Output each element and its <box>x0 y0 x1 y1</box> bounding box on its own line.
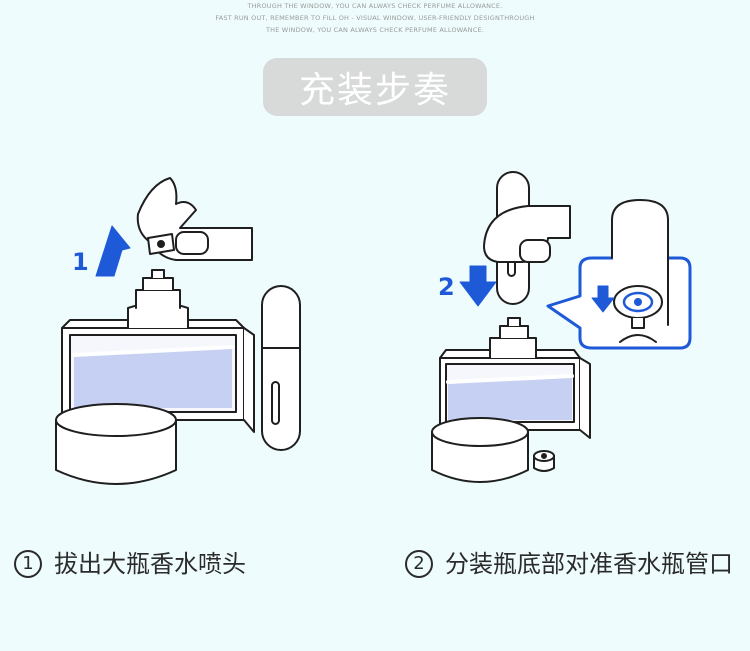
step1-caption: 1 拔出大瓶香水喷头 <box>14 548 246 580</box>
tagline-line-3: THE WINDOW, YOU CAN ALWAYS CHECK PERFUME… <box>265 26 485 34</box>
step1-up-arrow <box>95 225 131 277</box>
step1-spray-bottle <box>261 285 301 451</box>
step1-circle-number: 1 <box>14 550 42 578</box>
step1-perfume-liquid <box>74 347 232 408</box>
page-title: 充装步奏 <box>263 58 487 116</box>
step2-caption: 2 分装瓶底部对准香水瓶管口 <box>405 548 735 580</box>
step2-number-label: 2 <box>438 273 455 301</box>
step1-number-label: 1 <box>72 248 89 276</box>
page-title-text: 充装步奏 <box>298 70 451 111</box>
step2-perfume-liquid <box>448 376 572 420</box>
step1-bottle-cap <box>55 419 177 485</box>
tagline-line-1: THROUGH THE WINDOW, YOU CAN ALWAYS CHECK… <box>247 2 503 10</box>
instructions-illustration: 1 2 <box>55 171 692 485</box>
step2-illustration <box>431 171 692 483</box>
tagline: THROUGH THE WINDOW, YOU CAN ALWAYS CHECK… <box>0 0 750 36</box>
step1-caption-text: 拔出大瓶香水喷头 <box>54 550 246 578</box>
step2-down-arrow <box>459 265 497 307</box>
step2-bottle-neck <box>489 337 537 359</box>
step2-caption-text: 分装瓶底部对准香水瓶管口 <box>445 550 733 578</box>
step1-illustration <box>55 177 301 485</box>
step2-circle-number: 2 <box>405 550 433 578</box>
tagline-line-2: FAST RUN OUT, REMEMBER TO FILL OH - VISU… <box>215 14 535 22</box>
